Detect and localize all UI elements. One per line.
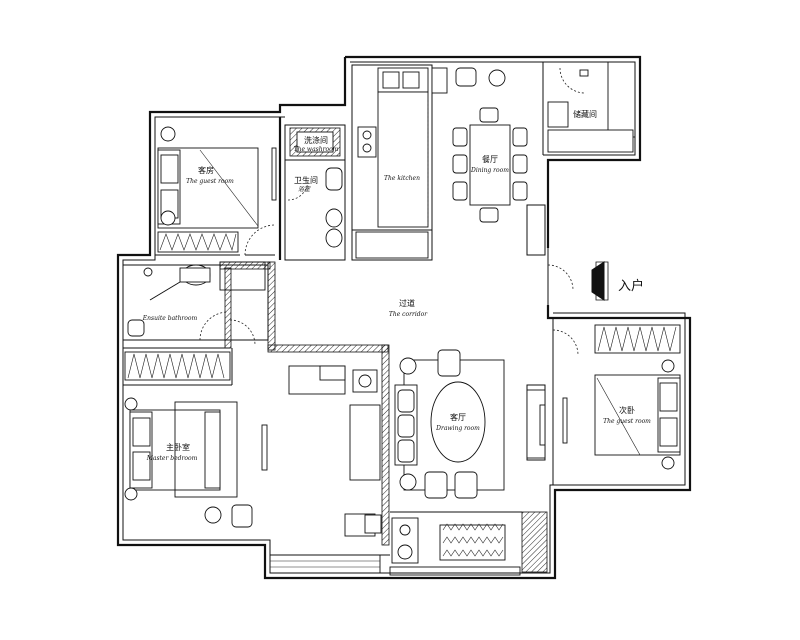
ensuite: Ensuite bathroom <box>127 264 229 341</box>
second-bedroom: 次卧 The guest room <box>552 324 681 470</box>
guest-room-en: The guest room <box>186 178 234 185</box>
dining: 餐厅 Dining room <box>452 67 528 223</box>
kitchen-en: The kitchen <box>384 175 420 182</box>
bathroom-cn: 卫生间 <box>294 175 318 185</box>
corridor-cn: 过道 <box>399 298 415 308</box>
washroom-en: The washroom <box>294 146 339 153</box>
guest-room: 客房 The guest room <box>157 126 277 256</box>
dining-cn: 餐厅 <box>482 155 498 164</box>
entrance-label: 入户 <box>618 278 644 294</box>
bathroom: 卫生间 浴室 <box>287 126 377 248</box>
entrance: 入户 <box>547 261 644 301</box>
storage: 储藏间 <box>547 67 634 153</box>
master-en: Master bedroom <box>146 455 198 462</box>
guest-room-cn: 客房 <box>198 165 214 175</box>
master-cn: 主卧室 <box>166 442 190 452</box>
corridor-en: The corridor <box>389 311 428 318</box>
balcony <box>391 517 506 564</box>
living-en: Drawing room <box>435 425 480 432</box>
kitchen: The kitchen <box>355 67 448 259</box>
dining-en: Dining room <box>470 167 509 174</box>
bathroom-en: 浴室 <box>298 185 311 193</box>
second-bedroom-cn: 次卧 <box>619 405 635 415</box>
master-bedroom: 主卧室 Master bedroom <box>124 319 268 528</box>
storage-cn: 储藏间 <box>573 109 597 119</box>
living-cn: 客厅 <box>450 412 466 422</box>
second-bedroom-en: The guest room <box>603 418 651 425</box>
washroom-cn: 洗涤间 <box>304 135 328 145</box>
ensuite-en: Ensuite bathroom <box>142 315 198 322</box>
corridor: 过道 The corridor <box>389 298 428 318</box>
windows <box>219 61 636 576</box>
living-room: 客厅 Drawing room <box>288 349 546 537</box>
washroom: 洗涤间 The washroom <box>289 127 341 157</box>
